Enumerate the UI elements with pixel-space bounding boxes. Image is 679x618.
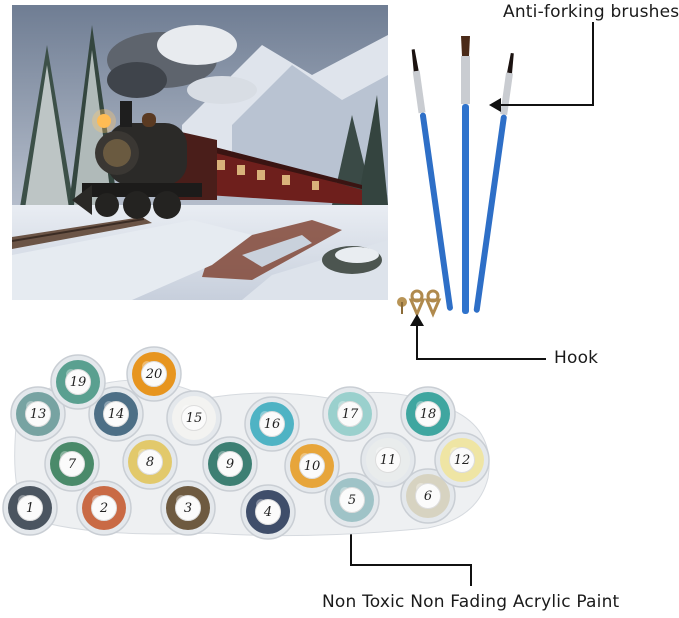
train-painting: [12, 5, 388, 300]
paint-label: Non Toxic Non Fading Acrylic Paint: [322, 592, 620, 612]
paint-pot-number: 19: [65, 369, 91, 395]
paint-pot-17: 17: [322, 386, 378, 442]
paint-pot-13: 13: [10, 386, 66, 442]
brushes-pointer-line: [592, 22, 594, 106]
brushes-pointer-line: [500, 104, 594, 106]
paint-pot-16: 16: [244, 396, 300, 452]
hook-label: Hook: [554, 348, 599, 368]
paint-pot-number: 16: [259, 411, 285, 437]
paint-pot-number: 10: [299, 453, 325, 479]
paint-pointer-line: [470, 564, 472, 586]
paint-pot-number: 2: [91, 495, 117, 521]
paint-pot-number: 20: [141, 361, 167, 387]
arrow-up-icon: [410, 314, 424, 326]
paint-pot-number: 15: [181, 405, 207, 431]
paint-pot-8: 8: [122, 434, 178, 490]
paint-pot-number: 4: [255, 499, 281, 525]
paint-pot-number: 5: [339, 487, 365, 513]
paint-pot-number: 7: [59, 451, 85, 477]
arrow-left-icon: [489, 98, 501, 112]
paint-pot-12: 12: [434, 432, 490, 488]
paint-pot-number: 13: [25, 401, 51, 427]
paint-pot-1: 1: [2, 480, 58, 536]
paint-pot-number: 12: [449, 447, 475, 473]
paint-pot-15: 15: [166, 390, 222, 446]
paint-pot-number: 17: [337, 401, 363, 427]
paint-pot-number: 1: [17, 495, 43, 521]
hook-pointer-line: [416, 358, 546, 360]
paint-pointer-line: [350, 506, 352, 566]
hook-image: [394, 288, 446, 318]
hook-pointer-line: [416, 326, 418, 360]
paint-pot-11: 11: [360, 432, 416, 488]
paint-pot-number: 6: [415, 483, 441, 509]
paint-pot-9: 9: [202, 436, 258, 492]
paint-pot-14: 14: [88, 386, 144, 442]
paint-pointer-line: [350, 564, 472, 566]
paint-pot-20: 20: [126, 346, 182, 402]
paint-pot-number: 8: [137, 449, 163, 475]
paint-pot-number: 11: [375, 447, 401, 473]
paint-pot-number: 3: [175, 495, 201, 521]
paint-pot-6: 6: [400, 468, 456, 524]
paint-pot-4: 4: [240, 484, 296, 540]
paint-pot-7: 7: [44, 436, 100, 492]
paint-brushes: [410, 30, 520, 320]
paint-pot-number: 14: [103, 401, 129, 427]
paint-pot-5: 5: [324, 472, 380, 528]
brushes-label: Anti-forking brushes: [503, 2, 679, 22]
paint-pot-3: 3: [160, 480, 216, 536]
paint-pot-19: 19: [50, 354, 106, 410]
paint-pot-number: 18: [415, 401, 441, 427]
paint-pot-10: 10: [284, 438, 340, 494]
paint-pot-2: 2: [76, 480, 132, 536]
paint-pot-18: 18: [400, 386, 456, 442]
paint-pot-number: 9: [217, 451, 243, 477]
